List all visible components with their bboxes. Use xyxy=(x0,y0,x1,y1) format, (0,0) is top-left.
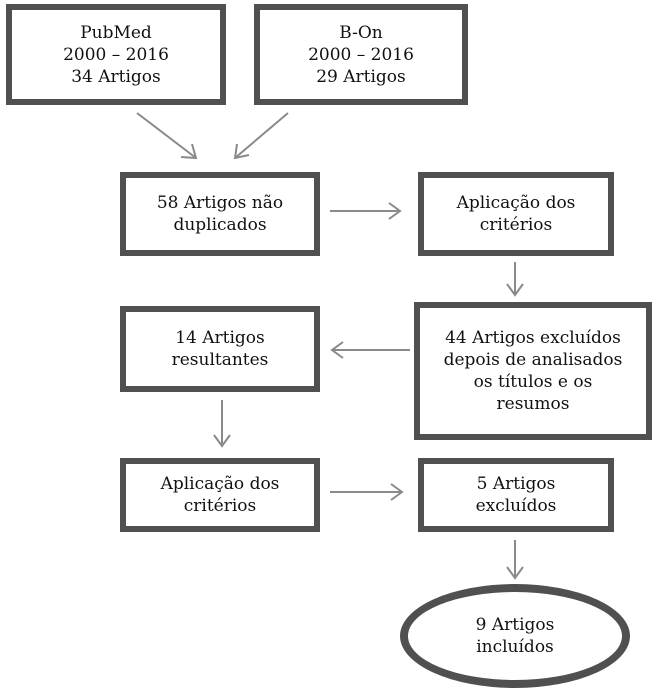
bon-count: 29 Artigos xyxy=(316,66,406,87)
aplicacao2-line1: Aplicação dos xyxy=(160,474,280,494)
box-aplicacao-criterios-2: Aplicação dos critérios xyxy=(120,458,320,532)
arrow-nao-duplicados-to-aplicacao xyxy=(330,202,402,220)
pubmed-years: 2000 – 2016 xyxy=(63,44,169,65)
arrow-aplicacao2-to-excluidos5 xyxy=(330,483,404,501)
box-resultantes: 14 Artigos resultantes xyxy=(120,306,320,392)
arrow-excluidos5-to-incluidos xyxy=(506,540,524,580)
oval-incluidos: 9 Artigos incluídos xyxy=(400,584,630,688)
nao-duplicados-line1: 58 Artigos não xyxy=(156,193,284,213)
excluidos44-line4: resumos xyxy=(496,394,570,414)
nao-duplicados-line2: duplicados xyxy=(173,215,267,235)
arrow-excluidos44-to-resultantes xyxy=(330,341,410,359)
bon-years: 2000 – 2016 xyxy=(308,44,414,65)
box-bon: B-On 2000 – 2016 29 Artigos xyxy=(254,4,468,105)
resultantes-line1: 14 Artigos xyxy=(175,328,265,348)
incluidos-line1: 9 Artigos xyxy=(475,615,555,635)
excluidos44-line3: os títulos e os xyxy=(473,372,593,392)
arrow-aplicacao-to-excluidos44 xyxy=(506,262,524,297)
pubmed-source: PubMed xyxy=(80,22,152,43)
arrow-bon-to-nao-duplicados xyxy=(233,112,289,160)
pubmed-count: 34 Artigos xyxy=(71,66,161,87)
box-aplicacao-criterios-1: Aplicação dos critérios xyxy=(418,172,614,256)
excluidos5-line1: 5 Artigos xyxy=(476,474,556,494)
box-excluidos-5: 5 Artigos excluídos xyxy=(418,458,614,532)
arrow-resultantes-to-aplicacao2 xyxy=(213,400,231,448)
box-nao-duplicados: 58 Artigos não duplicados xyxy=(120,172,320,256)
excluidos44-line2: depois de analisados xyxy=(443,350,623,370)
resultantes-line2: resultantes xyxy=(171,350,269,370)
excluidos44-line1: 44 Artigos excluídos xyxy=(445,328,621,348)
box-pubmed: PubMed 2000 – 2016 34 Artigos xyxy=(6,4,226,105)
bon-source: B-On xyxy=(339,22,383,43)
aplicacao2-line2: critérios xyxy=(183,496,257,516)
box-excluidos-44: 44 Artigos excluídos depois de analisado… xyxy=(414,302,652,440)
aplicacao1-line2: critérios xyxy=(479,215,553,235)
arrow-pubmed-to-nao-duplicados xyxy=(136,112,198,160)
aplicacao1-line1: Aplicação dos xyxy=(456,193,576,213)
incluidos-line2: incluídos xyxy=(476,637,554,657)
excluidos5-line2: excluídos xyxy=(475,496,557,516)
